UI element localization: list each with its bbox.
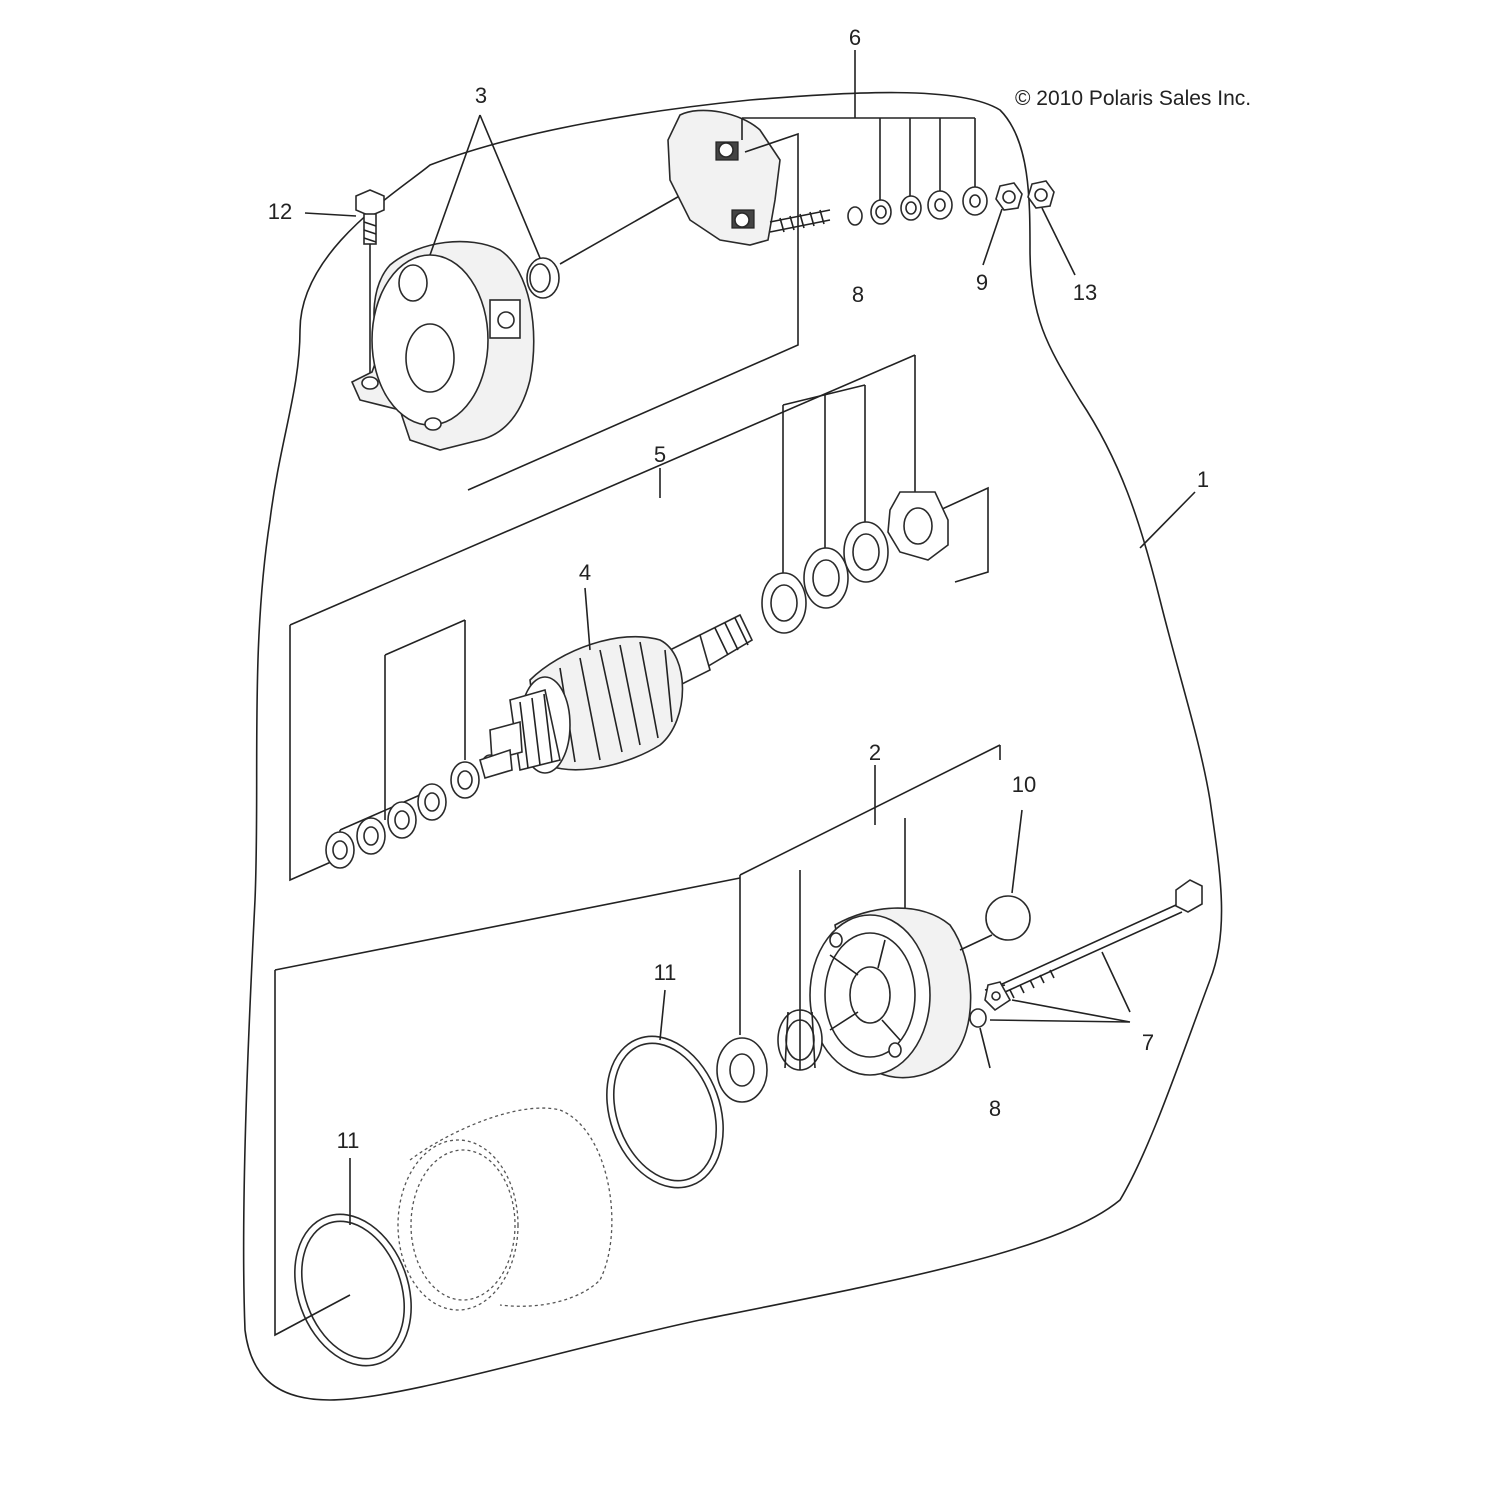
leader-9 [982, 208, 1003, 266]
callout-9: 9 [976, 270, 988, 295]
callout-8-top: 8 [852, 282, 864, 307]
callout-12: 12 [268, 199, 292, 224]
copyright-notice: © 2010 Polaris Sales Inc. [1015, 87, 1251, 110]
leader-6 [741, 50, 976, 200]
callout-13: 13 [1073, 280, 1097, 305]
callout-7: 7 [1142, 1030, 1154, 1055]
nut-13 [1027, 180, 1055, 209]
leader-12 [304, 212, 357, 217]
leader-10 [1011, 809, 1023, 894]
washer-8-top [847, 206, 863, 226]
callout-6: 6 [849, 25, 861, 50]
callout-11-upper: 11 [654, 960, 677, 985]
callout-10: 10 [1012, 772, 1036, 797]
leader-13 [1041, 207, 1076, 276]
callout-3: 3 [475, 83, 487, 108]
washers-5-left [325, 761, 480, 869]
leader-8-bottom [979, 1027, 991, 1069]
leader-3a [429, 114, 481, 256]
callout-4: 4 [579, 560, 591, 585]
yoke-housing [397, 1107, 613, 1311]
leader-1 [1139, 491, 1196, 549]
leader-6b [467, 132, 799, 491]
washers-5-right [761, 491, 949, 634]
armature-4 [479, 613, 754, 779]
ball-bearing-2 [716, 1037, 768, 1103]
needle-bearing-2 [777, 1009, 823, 1071]
callout-1: 1 [1197, 467, 1209, 492]
washer-8-bottom [969, 1008, 987, 1028]
leader-3b [479, 114, 541, 259]
bracket-bottom [274, 877, 741, 1337]
through-bolt-7 [984, 879, 1203, 1012]
drive-end-cover-2 [809, 907, 972, 1079]
leader-11-upper [659, 989, 666, 1041]
washers-6 [870, 186, 988, 225]
leader-5 [289, 354, 989, 882]
cap-10 [985, 895, 1031, 941]
leader-4 [584, 587, 591, 651]
leader-2 [739, 744, 1001, 1035]
callout-2: 2 [869, 740, 881, 765]
callout-5: 5 [654, 442, 666, 467]
bushing-3 [526, 257, 560, 299]
brush-holder-6 [667, 109, 831, 246]
callout-8-bottom: 8 [989, 1096, 1001, 1121]
end-cover-3 [350, 240, 535, 451]
leader-7 [989, 951, 1131, 1023]
bolt-12 [355, 189, 385, 380]
o-ring-11-upper [606, 1035, 724, 1189]
assembly-outline [242, 91, 1223, 1401]
callout-11-lower: 11 [337, 1128, 360, 1153]
o-ring-11-lower [294, 1213, 412, 1367]
nut-9 [995, 182, 1023, 211]
